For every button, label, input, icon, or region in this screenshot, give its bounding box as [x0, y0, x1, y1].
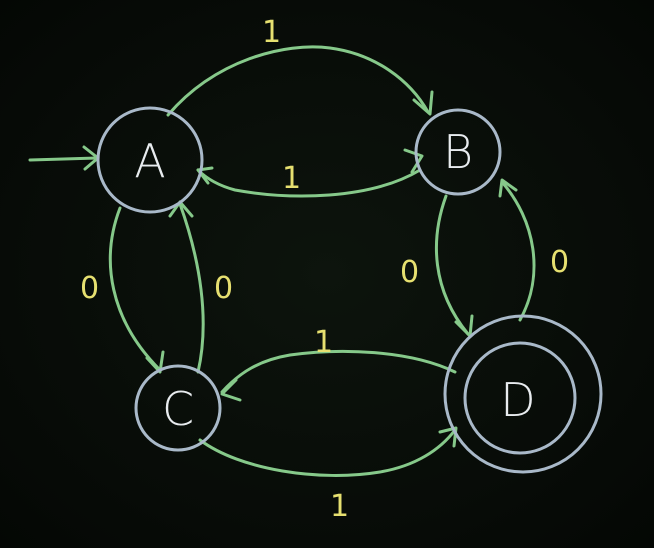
edge-label-C-D: 1 — [330, 489, 349, 524]
edge-B-D: 0 — [400, 194, 474, 338]
state-label-D: D — [500, 373, 535, 427]
edge-label-A-B: 1 — [262, 15, 281, 50]
state-label-A: A — [134, 134, 165, 188]
edge-D-B: 0 — [498, 178, 569, 322]
state-C: C — [134, 364, 222, 452]
edge-A-C: 0 — [80, 206, 165, 374]
edge-label-B-D: 0 — [400, 255, 419, 290]
state-label-B: B — [443, 125, 473, 179]
edge-C-A: 0 — [168, 200, 233, 374]
edge-label-D-C: 1 — [314, 325, 333, 360]
edge-label-B-A: 1 — [282, 161, 301, 196]
edge-label-D-B: 0 — [550, 245, 569, 280]
edge-C-D: 1 — [198, 426, 458, 524]
state-B: B — [414, 108, 502, 196]
edge-label-A-C: 0 — [80, 271, 99, 306]
state-A: A — [96, 106, 204, 214]
start-arrow — [28, 145, 100, 171]
state-D: D — [443, 314, 603, 474]
state-label-C: C — [162, 382, 194, 436]
edge-D-C: 1 — [220, 325, 457, 402]
edge-label-C-A: 0 — [214, 271, 233, 306]
edge-A-B: 1 — [166, 15, 434, 117]
edge-B-A: 1 — [196, 148, 424, 198]
